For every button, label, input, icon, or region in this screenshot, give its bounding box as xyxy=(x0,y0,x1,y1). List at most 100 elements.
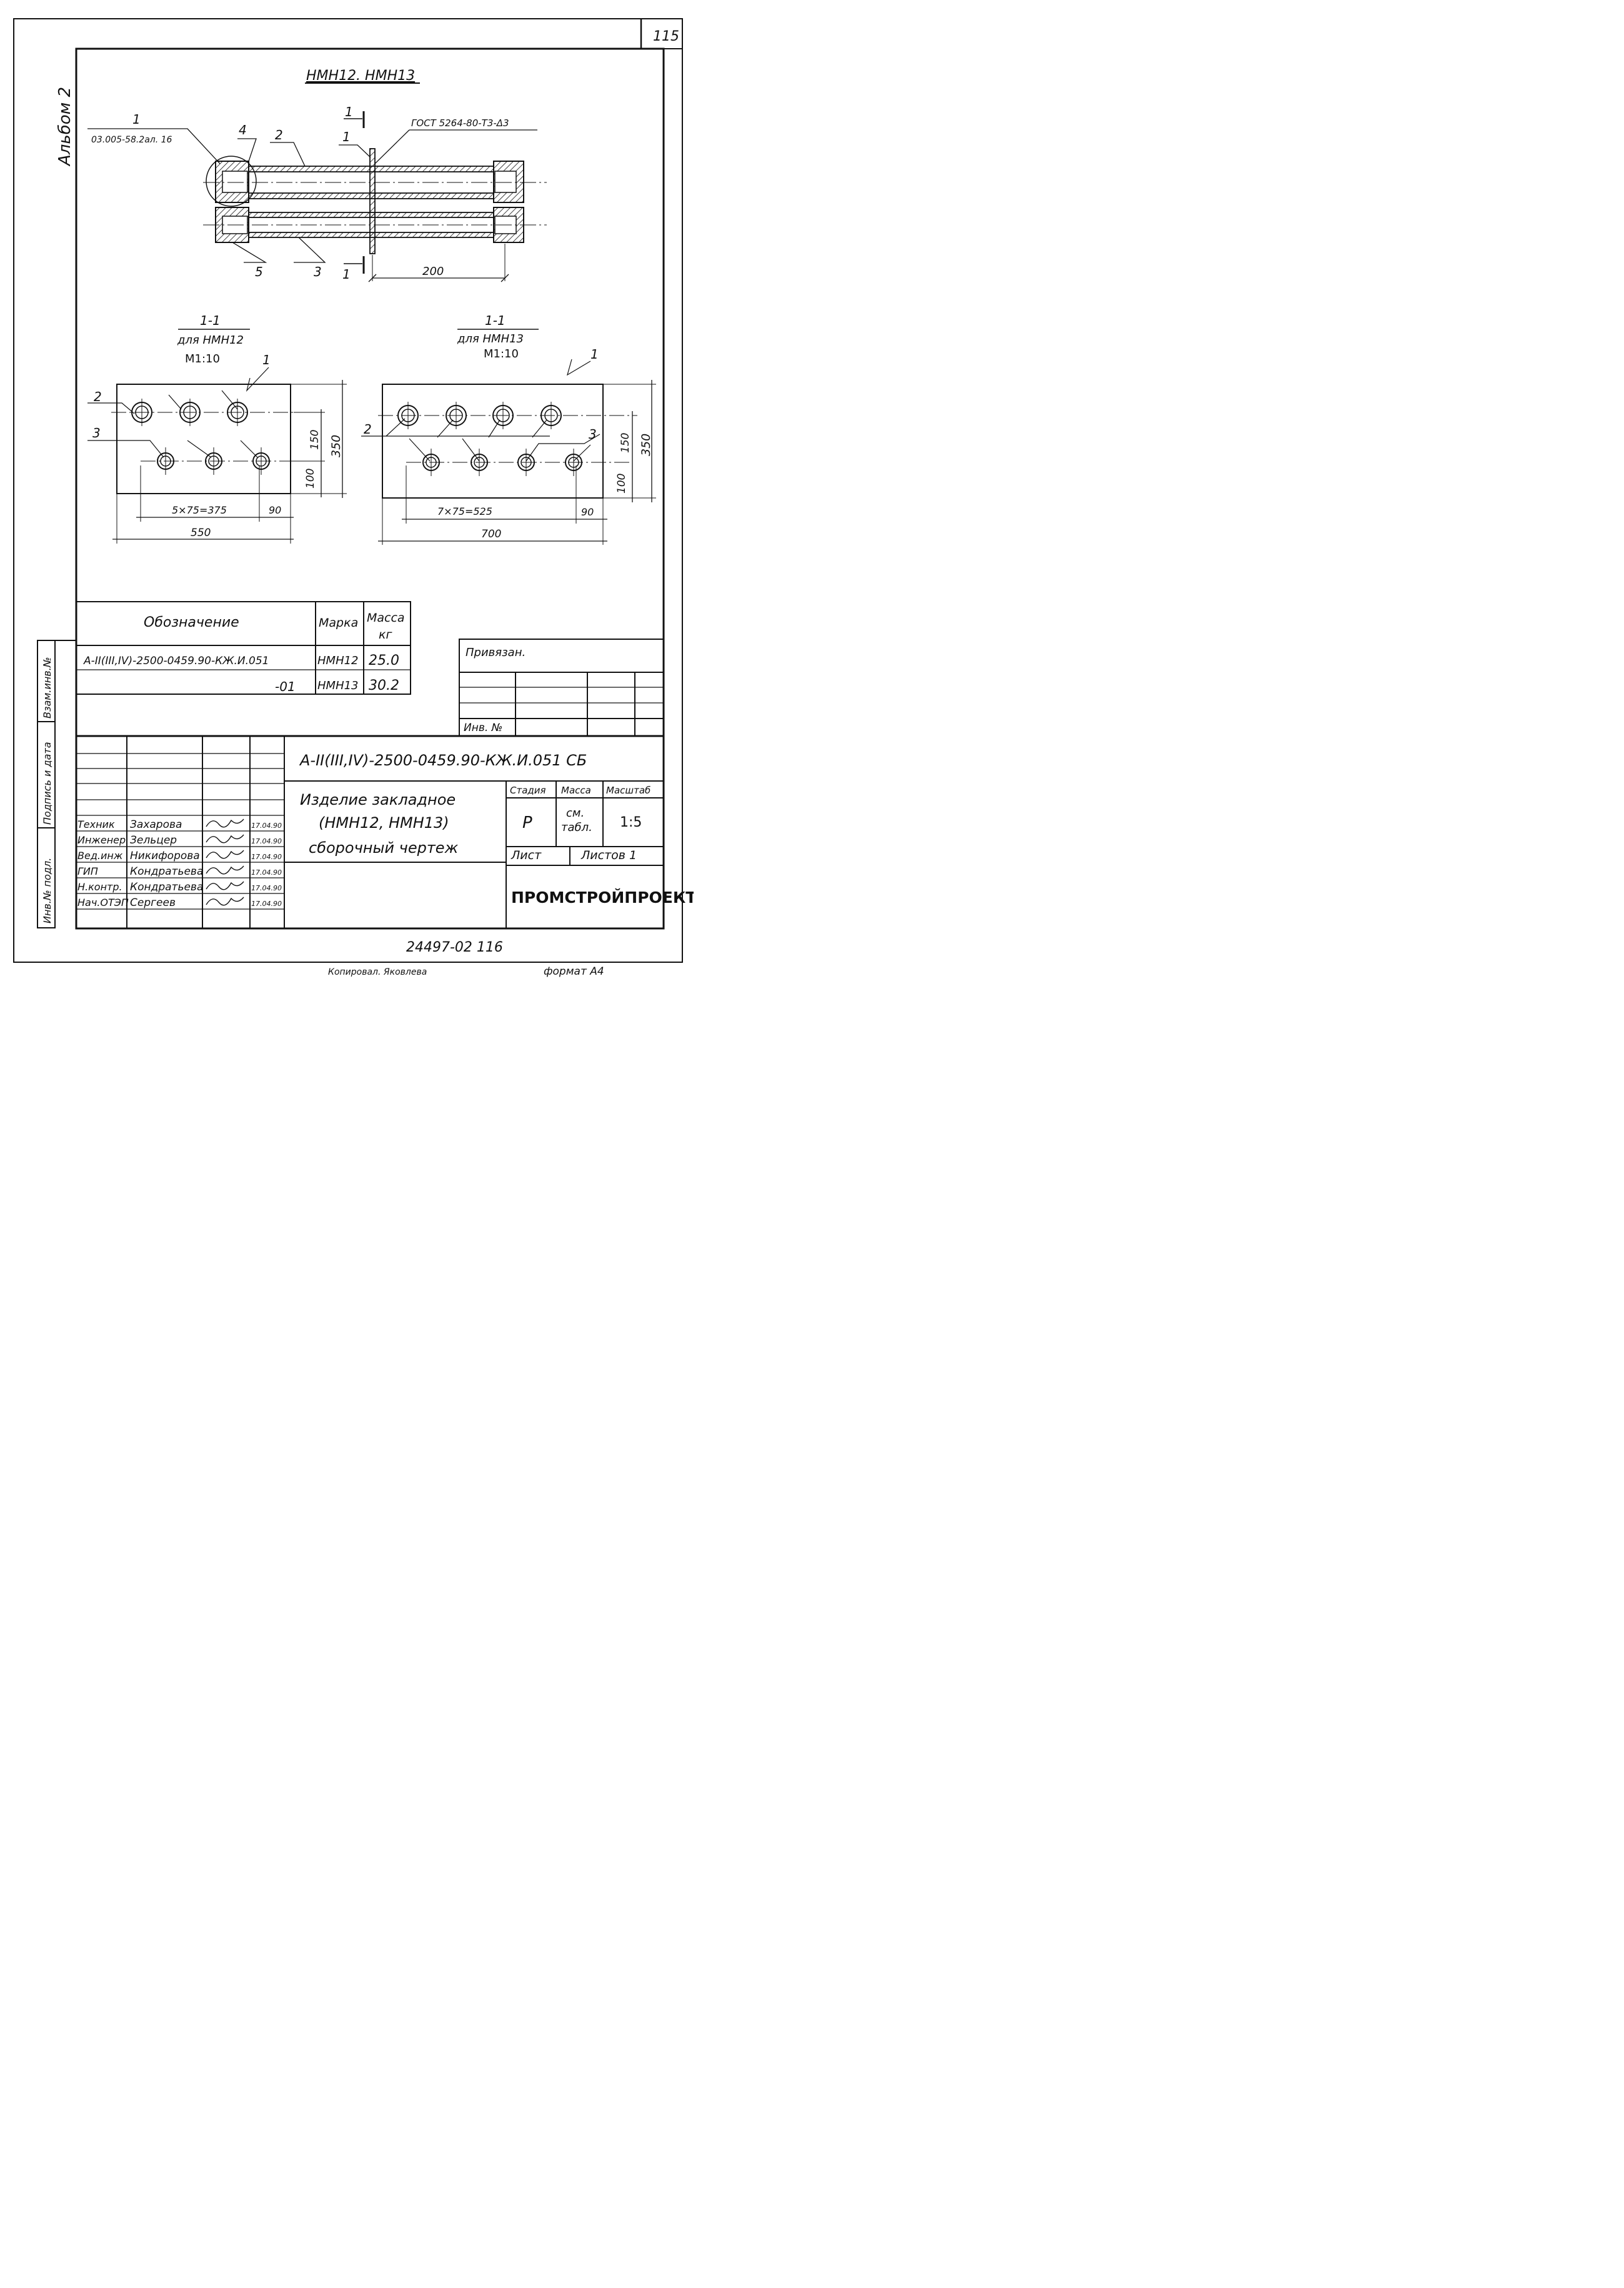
drawing-sheet: 1 1 5 Альбом 2 НМН12. НМН13 xyxy=(13,18,694,978)
anchor-plate xyxy=(369,148,376,254)
person-date: 17.04.90 xyxy=(251,868,282,877)
privyazan-label: Привязан. xyxy=(466,646,526,659)
section-mark-bottom: 1 xyxy=(342,267,351,282)
section-left-callout-3: 3 xyxy=(92,425,101,440)
person-date: 17.04.90 xyxy=(251,822,282,830)
spec-row-2-designation: -01 xyxy=(275,679,296,694)
hole-lower xyxy=(205,447,222,475)
hole-upper xyxy=(446,402,467,429)
title-block-sheet-label: Лист xyxy=(511,848,542,862)
title-block-mass-1: см. xyxy=(566,807,584,820)
section-left-callout-1: 1 xyxy=(262,352,271,367)
drawing-title: НМН12. НМН13 xyxy=(306,68,415,84)
section-left-drawing xyxy=(87,367,347,544)
section-right-title: 1-1 xyxy=(485,313,506,328)
side-stamp-vzam: Взам.инв.№ xyxy=(41,657,53,719)
person-name: Сергеев xyxy=(130,897,176,909)
title-block-stage: Р xyxy=(522,813,532,832)
detail-circle xyxy=(206,156,257,207)
title-block-scale: 1:5 xyxy=(620,815,642,830)
title-block-mass-label: Масса xyxy=(561,785,591,796)
hole-lower xyxy=(471,449,488,476)
copied-by: Копировал. Яковлева xyxy=(328,967,427,977)
callout-4: 4 xyxy=(239,122,247,137)
section-left-subtitle: для НМН12 xyxy=(177,334,244,347)
person-name: Кондратьева xyxy=(130,865,203,878)
plate-nmn13 xyxy=(382,384,604,499)
hole-lower xyxy=(157,447,174,475)
footer-number: 24497-02 116 xyxy=(406,940,503,955)
holes-lower-nmn12 xyxy=(157,447,270,475)
person-role: Вед.инж xyxy=(77,850,123,862)
section-right-callout-2: 2 xyxy=(364,422,372,437)
person-date: 17.04.90 xyxy=(251,853,282,861)
hole-lower xyxy=(422,449,440,476)
spec-header-mass: Масса xyxy=(367,611,405,625)
section-right-dim-150: 150 xyxy=(619,433,632,453)
callout-5: 5 xyxy=(255,264,263,279)
section-right-dim-width: 700 xyxy=(481,528,501,540)
person-name: Захарова xyxy=(130,818,182,831)
callout-3: 3 xyxy=(314,264,322,279)
person-date: 17.04.90 xyxy=(251,837,282,845)
title-block-name-2: (НМН12, НМН13) xyxy=(319,814,449,832)
holes-upper-nmn12 xyxy=(131,399,248,426)
person-role: Техник xyxy=(77,818,115,830)
callout-1-top: 1 xyxy=(132,112,141,127)
person-name: Никифорова xyxy=(130,850,200,862)
hole-lower xyxy=(252,447,270,475)
hole-upper xyxy=(492,402,514,429)
hole-lower xyxy=(517,449,535,476)
section-left-dim-pitch: 5×75=375 xyxy=(172,504,227,516)
person-role: Инженер xyxy=(77,834,126,846)
hole-upper xyxy=(397,402,419,429)
section-left-callout-2: 2 xyxy=(94,389,102,404)
plate-nmn12 xyxy=(116,384,291,494)
section-left-scale: М1:10 xyxy=(185,352,220,366)
album-label: Альбом 2 xyxy=(56,87,74,167)
title-block-scale-label: Масштаб xyxy=(606,785,650,796)
section-left-dim-width: 550 xyxy=(191,527,211,539)
section-right-dim-350: 350 xyxy=(639,434,653,456)
signature xyxy=(206,865,244,875)
person-role: ГИП xyxy=(77,865,98,877)
spec-table xyxy=(76,601,411,695)
title-block-code: А-II(III,IV)-2500-0459.90-КЖ.И.051 СБ xyxy=(299,752,587,769)
title-block-stage-label: Стадия xyxy=(510,785,546,796)
person-role: Нач.ОТЭП xyxy=(77,897,129,908)
dim-200: 200 xyxy=(422,265,444,278)
spec-header-mass-unit: кг xyxy=(379,628,392,642)
side-stamp xyxy=(37,640,76,928)
spec-header-designation: Обозначение xyxy=(144,615,239,630)
section-left-dim-350: 350 xyxy=(329,435,343,457)
signature xyxy=(206,818,244,828)
title-block-sheets-label: Листов 1 xyxy=(580,848,637,862)
section-mark-top: 1 xyxy=(345,104,353,119)
section-right-dim-90: 90 xyxy=(581,506,594,518)
person-date: 17.04.90 xyxy=(251,884,282,892)
section-right-callout-3: 3 xyxy=(589,427,597,442)
section-right-subtitle: для НМН13 xyxy=(457,332,524,346)
person-date: 17.04.90 xyxy=(251,900,282,908)
person-name: Зельцер xyxy=(130,834,177,847)
person-name: Кондратьева xyxy=(130,881,203,893)
spec-row-2-mass: 30.2 xyxy=(369,678,399,694)
side-stamp-inv: Инв.№ подл. xyxy=(41,858,53,923)
signature xyxy=(206,897,244,906)
spec-row-1-mark: НМН12 xyxy=(317,654,359,667)
section-left-dim-90: 90 xyxy=(269,504,281,516)
section-left-dim-100: 100 xyxy=(304,469,317,489)
privyazan-inv-label: Инв. № xyxy=(464,722,502,734)
side-stamp-podpis: Подпись и дата xyxy=(41,742,53,825)
signature xyxy=(206,881,244,890)
spec-header-mark: Марка xyxy=(319,616,358,630)
hole-upper xyxy=(179,399,201,426)
section-right-drawing xyxy=(361,359,656,545)
section-right-scale: М1:10 xyxy=(484,347,519,361)
holes-lower-nmn13 xyxy=(422,449,582,476)
spec-row-1-designation: А-II(III,IV)-2500-0459.90-КЖ.И.051 xyxy=(83,655,269,667)
hole-upper xyxy=(131,399,152,426)
hole-lower xyxy=(565,449,582,476)
section-right-dim-100: 100 xyxy=(615,474,628,494)
